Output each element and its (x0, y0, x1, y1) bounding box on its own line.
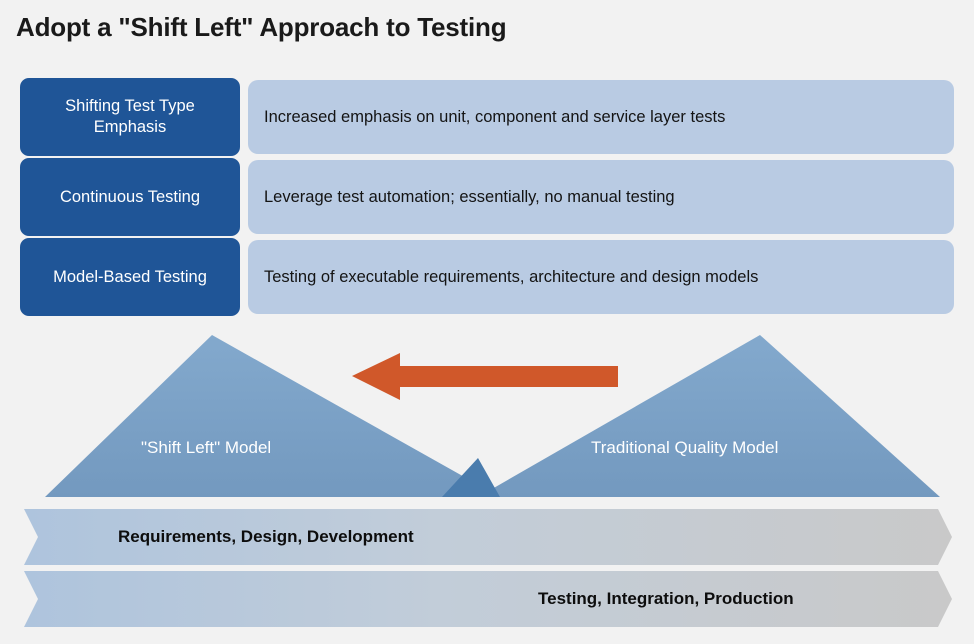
right-triangle-shape (478, 335, 940, 497)
left-triangle-label: "Shift Left" Model (141, 438, 272, 457)
phase-banner-label: Testing, Integration, Production (538, 589, 794, 608)
feature-label-badge: Model-Based Testing (20, 238, 240, 316)
phase-banner-shape (24, 571, 952, 627)
feature-row: Model-Based Testing Testing of executabl… (0, 238, 974, 318)
page-title: Adopt a "Shift Left" Approach to Testing (16, 12, 507, 42)
feature-description-bar: Testing of executable requirements, arch… (248, 240, 954, 314)
right-triangle-label: Traditional Quality Model (591, 438, 779, 457)
left-triangle-shape (45, 335, 500, 497)
phase-banner-label: Requirements, Design, Development (118, 527, 414, 546)
triangle-overlap-shape (442, 458, 500, 497)
feature-row: Continuous Testing Leverage test automat… (0, 158, 974, 238)
left-pointing-arrow-icon (352, 353, 618, 400)
feature-label-badge: Shifting Test Type Emphasis (20, 78, 240, 156)
feature-label-badge: Continuous Testing (20, 158, 240, 236)
feature-description-bar: Leverage test automation; essentially, n… (248, 160, 954, 234)
feature-row: Shifting Test Type Emphasis Increased em… (0, 78, 974, 158)
feature-description-bar: Increased emphasis on unit, component an… (248, 80, 954, 154)
